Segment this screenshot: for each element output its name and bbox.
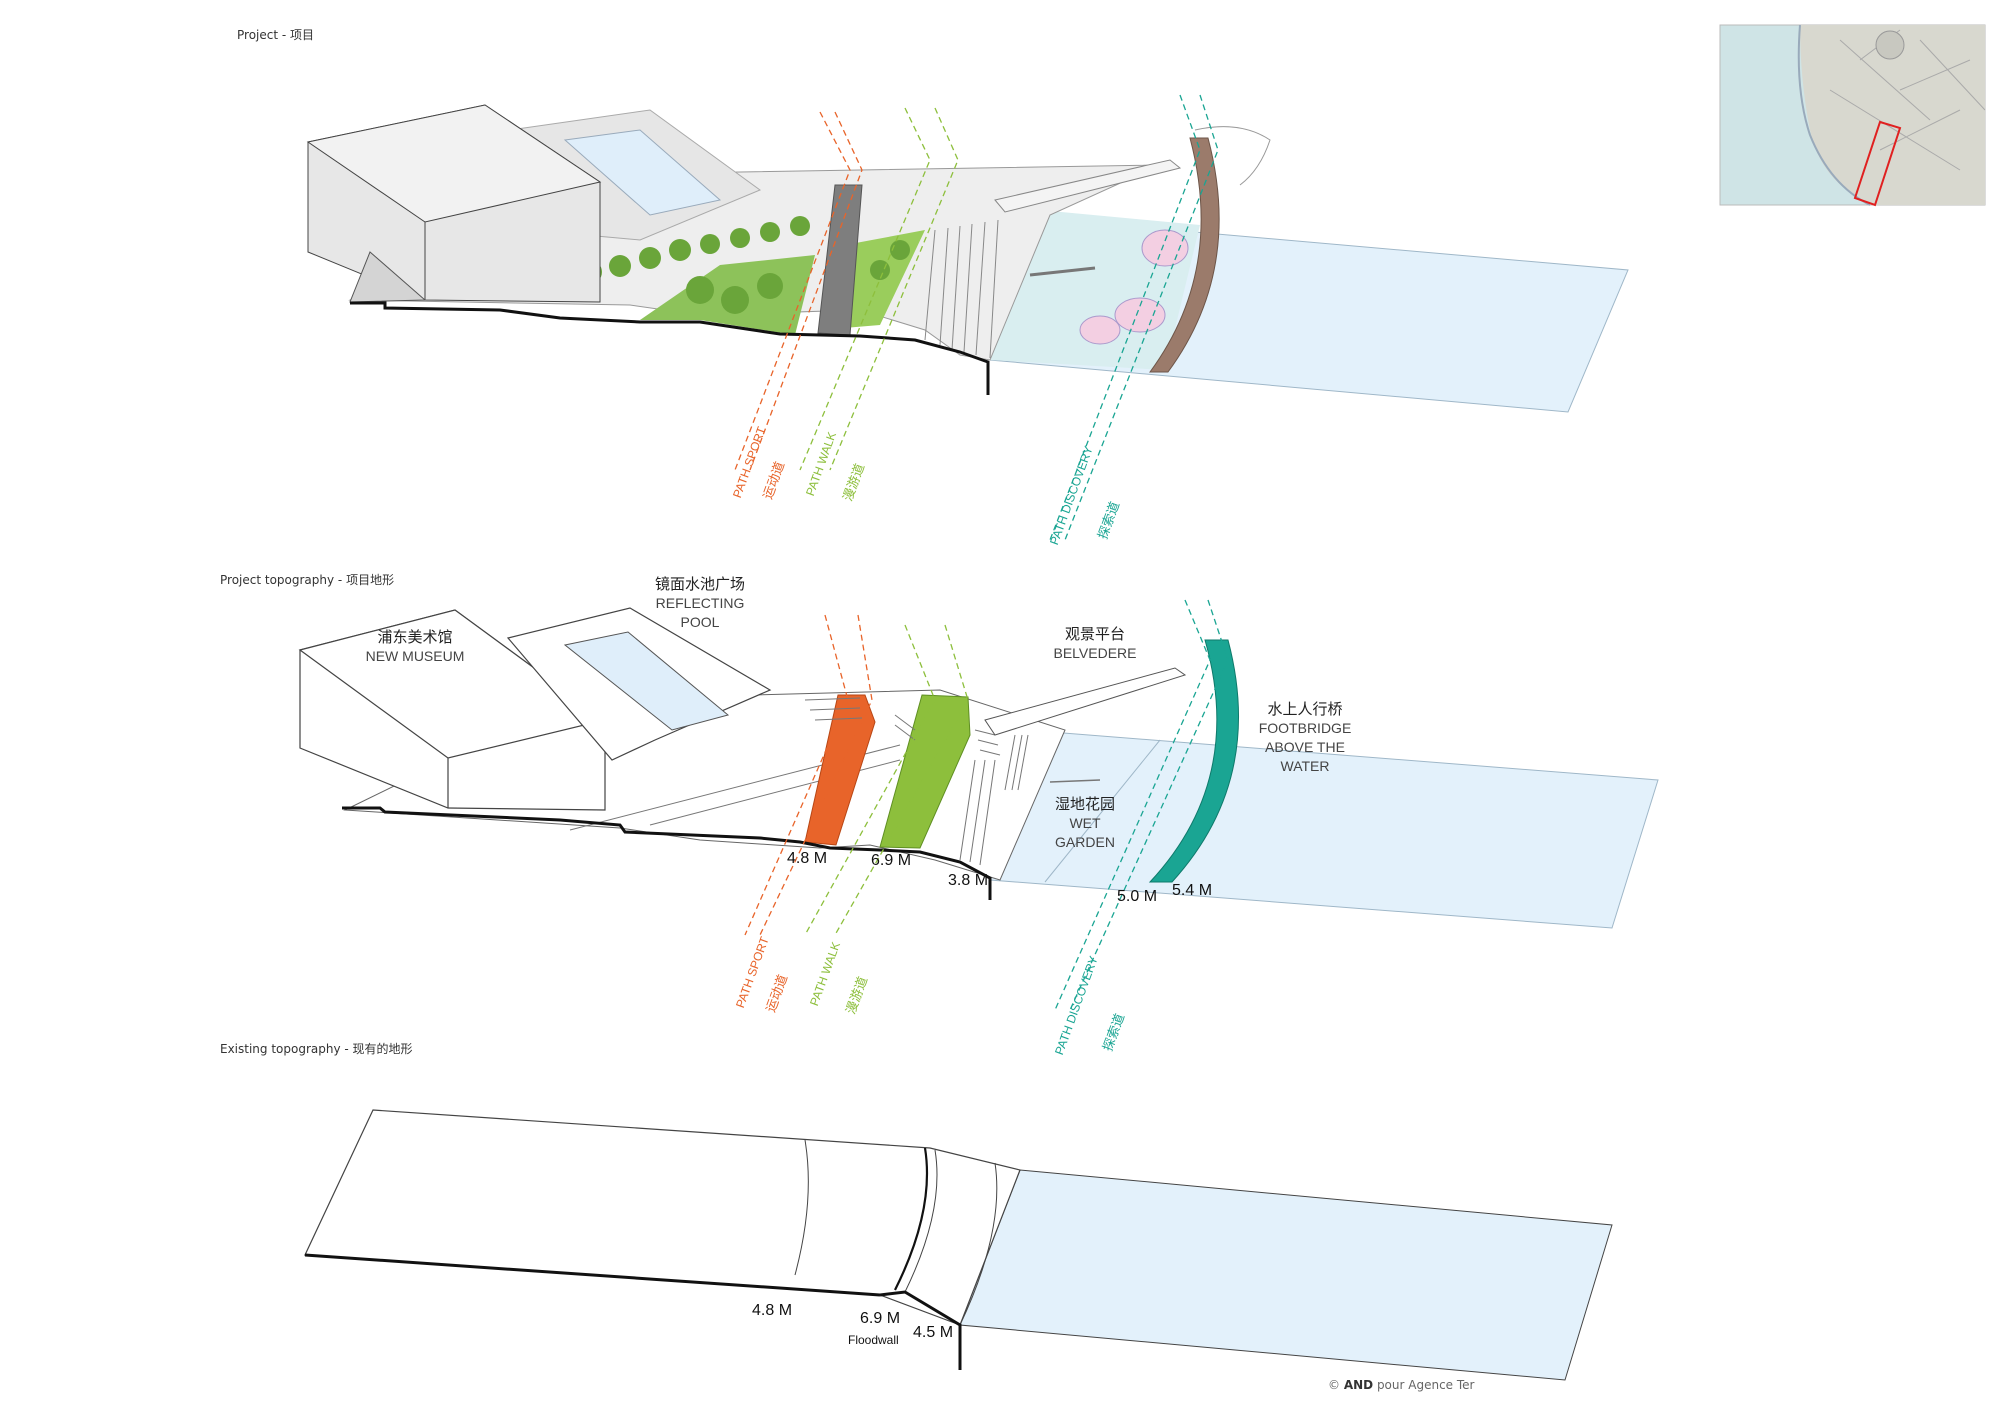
footbridge-label-en-3: WATER	[1280, 758, 1330, 774]
walk-band	[879, 694, 971, 849]
section-title-project-topography: Project topography - 项目地形	[220, 573, 395, 587]
belvedere-label: 观景平台 BELVEDERE	[1040, 625, 1150, 663]
floodwall-line	[894, 1147, 929, 1291]
ground-plane	[304, 1109, 1021, 1326]
floating-disc	[1141, 229, 1189, 267]
credit-brand: AND	[1343, 1378, 1374, 1392]
footbridge	[1149, 137, 1220, 373]
copyright-icon: ©	[1328, 1378, 1340, 1392]
location-map	[1719, 24, 1986, 207]
existing-topography-diagram	[304, 1109, 1613, 1381]
pool-top	[563, 129, 722, 216]
museum-label-zh: 浦东美术馆	[377, 629, 453, 646]
elevation-label: 3.8 M	[948, 872, 989, 889]
museum-label: 浦东美术馆 NEW MUSEUM	[355, 628, 475, 666]
water-area	[959, 1169, 1613, 1381]
museum-label-en: NEW MUSEUM	[365, 648, 465, 664]
project-diagram	[306, 94, 1629, 541]
map-land	[1800, 25, 1985, 205]
footbridge-label-en-2: ABOVE THE	[1265, 739, 1345, 755]
elevation-label: 4.8 M	[787, 850, 828, 867]
map-streets	[1829, 29, 1986, 171]
elevation-label: 4.5 M	[913, 1324, 954, 1341]
canopy-outline	[1194, 126, 1271, 186]
wet-garden-label-en-2: GARDEN	[1055, 834, 1115, 850]
stairs	[804, 697, 1029, 866]
footbridge	[1148, 639, 1240, 883]
belvedere-label-zh: 观景平台	[1064, 626, 1125, 643]
map-landmark	[1875, 30, 1905, 60]
project-topography-diagram	[298, 599, 1659, 1011]
pool-label-en-2: POOL	[680, 614, 720, 630]
section-line	[350, 301, 990, 395]
footbridge-label: 水上人行桥 FOOTBRIDGE ABOVE THE WATER	[1250, 700, 1360, 776]
elevation-label: 5.4 M	[1172, 882, 1213, 899]
footbridge-label-en-1: FOOTBRIDGE	[1258, 720, 1352, 736]
pool-label-zh: 镜面水池广场	[654, 576, 745, 593]
section-line	[304, 1253, 881, 1297]
map-shoreline	[1797, 24, 1871, 206]
museum-base	[349, 251, 427, 303]
sport-band	[804, 694, 876, 846]
pool-label-en-1: REFLECTING	[655, 595, 745, 611]
elevation-label: 4.8 M	[752, 1302, 793, 1319]
wet-garden-boardwalk	[1029, 266, 1096, 277]
floating-disc	[1114, 297, 1166, 333]
path-lines	[734, 94, 1219, 541]
footbridge-label-zh: 水上人行桥	[1267, 701, 1343, 718]
floating-disc	[1079, 315, 1121, 345]
section-line	[342, 806, 992, 900]
credit: © AND pour Agence Ter	[1328, 1378, 1474, 1392]
museum-roof	[306, 104, 602, 223]
section-title-project: Project - 项目	[237, 28, 315, 42]
floodwall-label: Floodwall	[848, 1333, 899, 1347]
site-marker	[1853, 120, 1902, 207]
section-title-existing-topography: Existing topography - 现有的地形	[220, 1042, 413, 1056]
elevation-label: 6.9 M	[860, 1310, 901, 1327]
pool-label: 镜面水池广场 REFLECTING POOL	[630, 575, 770, 632]
belvedere-label-en: BELVEDERE	[1053, 645, 1137, 661]
reflecting-pool	[563, 631, 730, 731]
elevation-label: 6.9 M	[871, 852, 912, 869]
wet-garden-label: 湿地花园 WET GARDEN	[1040, 795, 1130, 852]
path-lines	[744, 599, 1229, 1011]
steps	[924, 219, 999, 359]
credit-text: pour Agence Ter	[1373, 1378, 1475, 1392]
wet-garden-label-en-1: WET	[1069, 815, 1101, 831]
wet-garden-label-zh: 湿地花园	[1054, 796, 1115, 813]
belvedere-pier	[984, 667, 1187, 736]
elevation-label: 5.0 M	[1117, 888, 1158, 905]
belvedere-pier	[994, 159, 1182, 213]
